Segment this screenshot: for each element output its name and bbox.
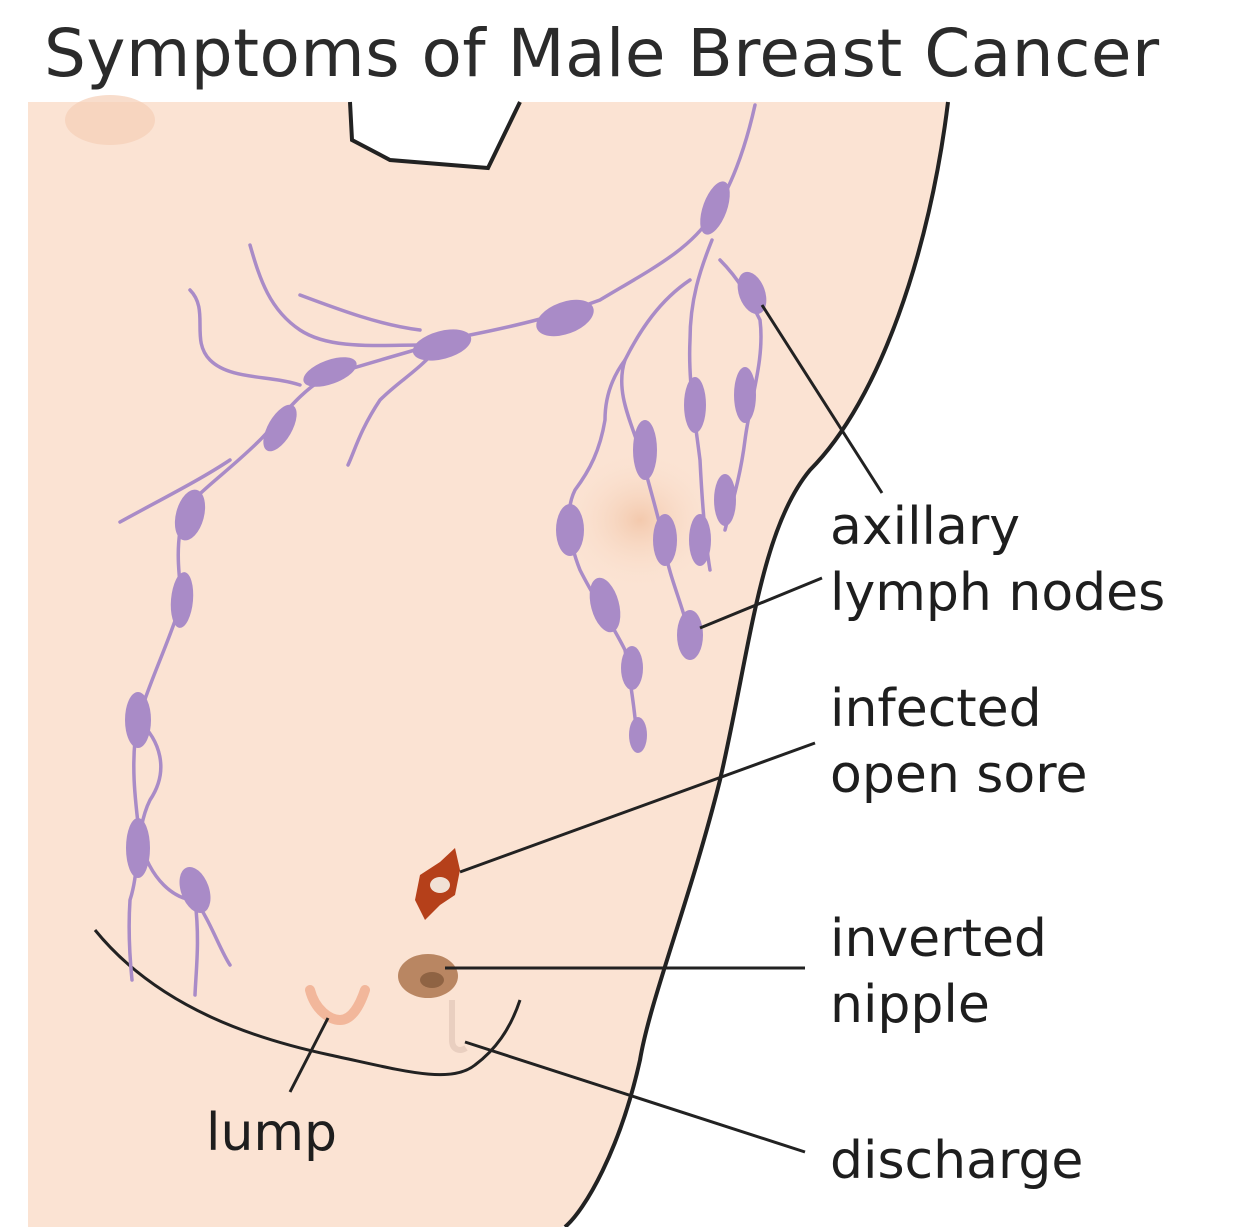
- label-inverted-nipple: inverted nipple: [830, 906, 1047, 1038]
- lymph-nodes: [125, 181, 767, 914]
- label-lump: lump: [206, 1103, 338, 1163]
- label-line: axillary: [830, 497, 1020, 557]
- neck-outline: [348, 101, 522, 171]
- label-axillary-lymph-nodes: axillary lymph nodes: [830, 494, 1165, 626]
- leader-lines: [288, 304, 884, 1154]
- nipple: [398, 954, 468, 1053]
- label-line: infected: [830, 679, 1042, 739]
- label-line: lymph nodes: [830, 563, 1166, 623]
- torso-skin: [28, 102, 950, 1227]
- label-line: inverted: [830, 909, 1047, 969]
- arm-outline: [563, 101, 950, 1229]
- label-line: nipple: [830, 975, 990, 1035]
- label-line: open sore: [830, 745, 1088, 805]
- page-title: Symptoms of Male Breast Cancer: [44, 15, 1160, 92]
- lump-mark: [305, 985, 370, 1026]
- open-sore: [415, 848, 460, 920]
- label-discharge: discharge: [830, 1131, 1084, 1191]
- label-infected-open-sore: infected open sore: [830, 676, 1087, 808]
- chest-outline: [93, 929, 522, 1077]
